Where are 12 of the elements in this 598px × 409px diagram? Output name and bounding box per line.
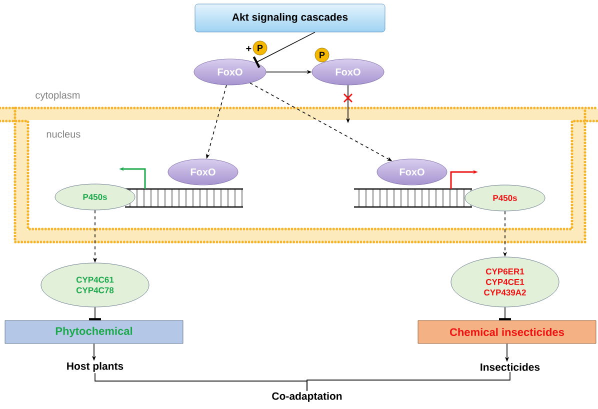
- connector: [306, 372, 510, 392]
- arrow: [499, 306, 511, 320]
- arrow: [89, 306, 101, 320]
- outcome-text: Host plants: [67, 362, 124, 372]
- signaling-box: Akt signaling cascades: [194, 4, 386, 32]
- outcome-text: Insecticides: [480, 363, 540, 371]
- region-label: cytoplasm: [36, 91, 80, 101]
- category-box: Phytochemical: [4, 320, 184, 344]
- plus-sign: +: [246, 46, 252, 52]
- outcome-text: Co-adaptation: [272, 392, 342, 402]
- region-label: nucleus: [46, 130, 80, 138]
- category-box: Chemical insecticides: [418, 320, 596, 344]
